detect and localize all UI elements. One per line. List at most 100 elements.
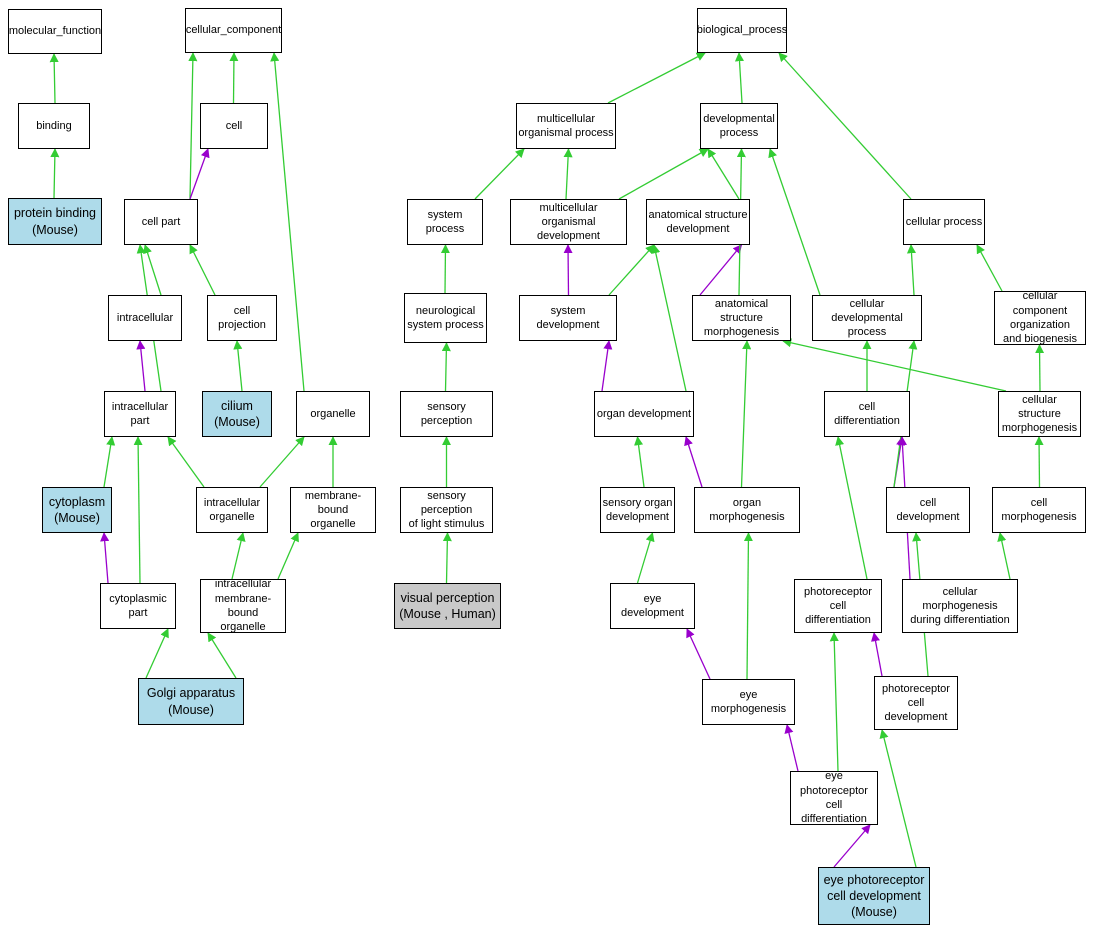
term-node-system_development[interactable]: system development [519, 295, 617, 341]
edge-is_a-eye_development-to-sensory_organ_development [636, 532, 655, 584]
term-node-cell[interactable]: cell [200, 103, 268, 149]
edge-part_of-eye_morphogenesis-to-eye_development [686, 628, 711, 680]
edge-is_a-multicellular_organismal_process-to-biological_process [607, 52, 706, 104]
term-node-system_process[interactable]: system process [407, 199, 483, 245]
edge-part_of-organ_development-to-system_development [601, 340, 613, 392]
edge-part_of-system_development-to-multicellular_organismal_development [563, 244, 573, 296]
edge-is_a-system_process-to-multicellular_organismal_process [474, 148, 525, 200]
term-node-eye_photoreceptor_cell_development[interactable]: eye photoreceptor cell development (Mous… [818, 867, 930, 925]
term-node-membrane_bound_organelle[interactable]: membrane-bound organelle [290, 487, 376, 533]
edge-is_a-cell_part-to-cellular_component [188, 52, 198, 200]
edge-is_a-protein_binding-to-binding [50, 148, 60, 199]
edge-is_a-cellular_developmental_process-to-cellular_process [906, 244, 917, 296]
term-node-cell_morphogenesis[interactable]: cell morphogenesis [992, 487, 1086, 533]
edge-is_a-organ_development-to-anatomical_structure_development [651, 244, 687, 392]
edge-part_of-cell_part-to-cell [189, 148, 210, 200]
term-node-cytoplasm[interactable]: cytoplasm (Mouse) [42, 487, 112, 533]
term-node-sensory_perception[interactable]: sensory perception [400, 391, 493, 437]
edge-is_a-cellular_developmental_process-to-developmental_process [768, 148, 821, 296]
term-node-photoreceptor_cell_development[interactable]: photoreceptor cell development [874, 676, 958, 730]
edge-part_of-anatomical_structure_morphogenesis-to-anatomical_structure_development [699, 244, 743, 296]
term-node-organ_development[interactable]: organ development [594, 391, 694, 437]
edge-is_a-multicellular_organismal_development-to-developmental_process [618, 148, 709, 200]
edge-is_a-multicellular_organismal_development-to-multicellular_organismal_process [563, 148, 573, 200]
term-node-cell_development[interactable]: cell development [886, 487, 970, 533]
term-node-photoreceptor_cell_differentiation[interactable]: photoreceptor cell differentiation [794, 579, 882, 633]
term-node-organelle[interactable]: organelle [296, 391, 370, 437]
term-node-sensory_perception_of_light_stimulus[interactable]: sensory perception of light stimulus [400, 487, 493, 533]
term-node-eye_development[interactable]: eye development [610, 583, 695, 629]
term-node-multicellular_organismal_process[interactable]: multicellular organismal process [516, 103, 616, 149]
edge-is_a-binding-to-molecular_function [49, 53, 59, 104]
edge-is_a-cilium-to-cell_projection [233, 340, 243, 392]
edge-is_a-organelle-to-cellular_component [270, 52, 305, 392]
term-node-molecular_function[interactable]: molecular_function [8, 9, 102, 54]
term-node-cellular_structure_morphogenesis[interactable]: cellular structure morphogenesis [998, 391, 1081, 437]
edge-is_a-sensory_organ_development-to-organ_development [634, 436, 645, 488]
edge-is_a-cellular_morphogenesis_during_differentiation-to-cell_morphogenesis [997, 532, 1011, 580]
term-node-biological_process[interactable]: biological_process [697, 8, 787, 53]
edge-is_a-cell_projection-to-cell_part [189, 244, 216, 296]
edge-part_of-photoreceptor_cell_development-to-photoreceptor_cell_differentiation [871, 632, 883, 677]
edge-part_of-eye_photoreceptor_cell_differentiation-to-eye_morphogenesis [784, 724, 799, 772]
edge-is_a-anatomical_structure_development-to-developmental_process [707, 148, 740, 200]
edge-part_of-eye_photoreceptor_cell_development-to-eye_photoreceptor_cell_differentiation [833, 824, 871, 868]
edge-is_a-cellular_process-to-biological_process [778, 52, 912, 200]
edge-part_of-organ_morphogenesis-to-organ_development [684, 436, 703, 488]
edge-is_a-eye_photoreceptor_cell_differentiation-to-photoreceptor_cell_differentiation [829, 632, 839, 772]
term-node-intracellular_part[interactable]: intracellular part [104, 391, 176, 437]
edge-is_a-visual_perception-to-sensory_perception_of_light_stimulus [442, 532, 452, 584]
edge-is_a-cytoplasmic_part-to-intracellular_part [133, 436, 143, 584]
term-node-developmental_process[interactable]: developmental process [700, 103, 778, 149]
edge-is_a-golgi_apparatus-to-cytoplasmic_part [145, 628, 169, 679]
edge-is_a-cell_morphogenesis-to-cellular_structure_morphogenesis [1034, 436, 1044, 488]
edge-is_a-intracellular_mb_organelle-to-intracellular_organelle [231, 532, 246, 580]
term-node-cell_projection[interactable]: cell projection [207, 295, 277, 341]
edge-is_a-sensory_perception-to-neurological_system_process [441, 342, 451, 392]
edge-part_of-intracellular_part-to-intracellular [136, 340, 146, 392]
edge-is_a-intracellular-to-cell_part [143, 244, 162, 296]
term-node-cellular_process[interactable]: cellular process [903, 199, 985, 245]
edge-is_a-eye_photoreceptor_cell_development-to-photoreceptor_cell_development [879, 729, 917, 868]
edge-is_a-cell-to-cellular_component [229, 52, 239, 104]
term-node-neurological_system_process[interactable]: neurological system process [404, 293, 487, 343]
term-node-organ_morphogenesis[interactable]: organ morphogenesis [694, 487, 800, 533]
term-node-protein_binding[interactable]: protein binding (Mouse) [8, 198, 102, 245]
term-node-intracellular[interactable]: intracellular [108, 295, 182, 341]
edge-is_a-intracellular_mb_organelle-to-membrane_bound_organelle [277, 532, 299, 580]
term-node-anatomical_structure_morphogenesis[interactable]: anatomical structure morphogenesis [692, 295, 791, 341]
edge-is_a-system_development-to-anatomical_structure_development [608, 244, 655, 296]
term-node-cell_differentiation[interactable]: cell differentiation [824, 391, 910, 437]
term-node-binding[interactable]: binding [18, 103, 90, 149]
edge-is_a-golgi_apparatus-to-intracellular_mb_organelle [207, 632, 237, 679]
edge-is_a-cellular_structure_morphogenesis-to-anatomical_structure_morphogenesis [782, 338, 1007, 392]
term-node-cytoplasmic_part[interactable]: cytoplasmic part [100, 583, 176, 629]
term-node-cellular_developmental_process[interactable]: cellular developmental process [812, 295, 922, 341]
edge-is_a-cytoplasm-to-intracellular_part [103, 436, 116, 488]
edge-is_a-intracellular_organelle-to-intracellular_part [167, 436, 205, 488]
term-node-eye_photoreceptor_cell_differentiation[interactable]: eye photoreceptor cell differentiation [790, 770, 878, 825]
edge-is_a-photoreceptor_cell_differentiation-to-cell_differentiation [835, 436, 868, 580]
term-node-eye_morphogenesis[interactable]: eye morphogenesis [702, 679, 795, 725]
edge-is_a-intracellular_organelle-to-organelle [259, 436, 305, 488]
edge-is_a-neurological_system_process-to-system_process [440, 244, 450, 294]
term-node-cellular_component[interactable]: cellular_component [185, 8, 282, 53]
term-node-cell_part[interactable]: cell part [124, 199, 198, 245]
term-node-cilium[interactable]: cilium (Mouse) [202, 391, 272, 437]
term-node-intracellular_organelle[interactable]: intracellular organelle [196, 487, 268, 533]
term-node-multicellular_organismal_development[interactable]: multicellular organismal development [510, 199, 627, 245]
term-node-sensory_organ_development[interactable]: sensory organ development [600, 487, 675, 533]
term-node-intracellular_mb_organelle[interactable]: intracellular membrane-bound organelle [200, 578, 286, 633]
edge-is_a-developmental_process-to-biological_process [734, 52, 745, 104]
edge-is_a-organ_morphogenesis-to-anatomical_structure_morphogenesis [740, 340, 752, 488]
term-node-anatomical_structure_development[interactable]: anatomical structure development [646, 199, 750, 245]
term-node-cellular_component_org_biogenesis[interactable]: cellular component organization and biog… [994, 290, 1086, 345]
edge-is_a-cellular_structure_morphogenesis-to-cellular_component_org_biogenesis [1035, 344, 1045, 392]
term-node-golgi_apparatus[interactable]: Golgi apparatus (Mouse) [138, 678, 244, 725]
edge-is_a-cellular_component_org_biogenesis-to-cellular_process [976, 244, 1003, 292]
term-node-cellular_morphogenesis_during_differentiation[interactable]: cellular morphogenesis during differenti… [902, 579, 1018, 633]
term-node-visual_perception[interactable]: visual perception (Mouse , Human) [394, 583, 501, 629]
